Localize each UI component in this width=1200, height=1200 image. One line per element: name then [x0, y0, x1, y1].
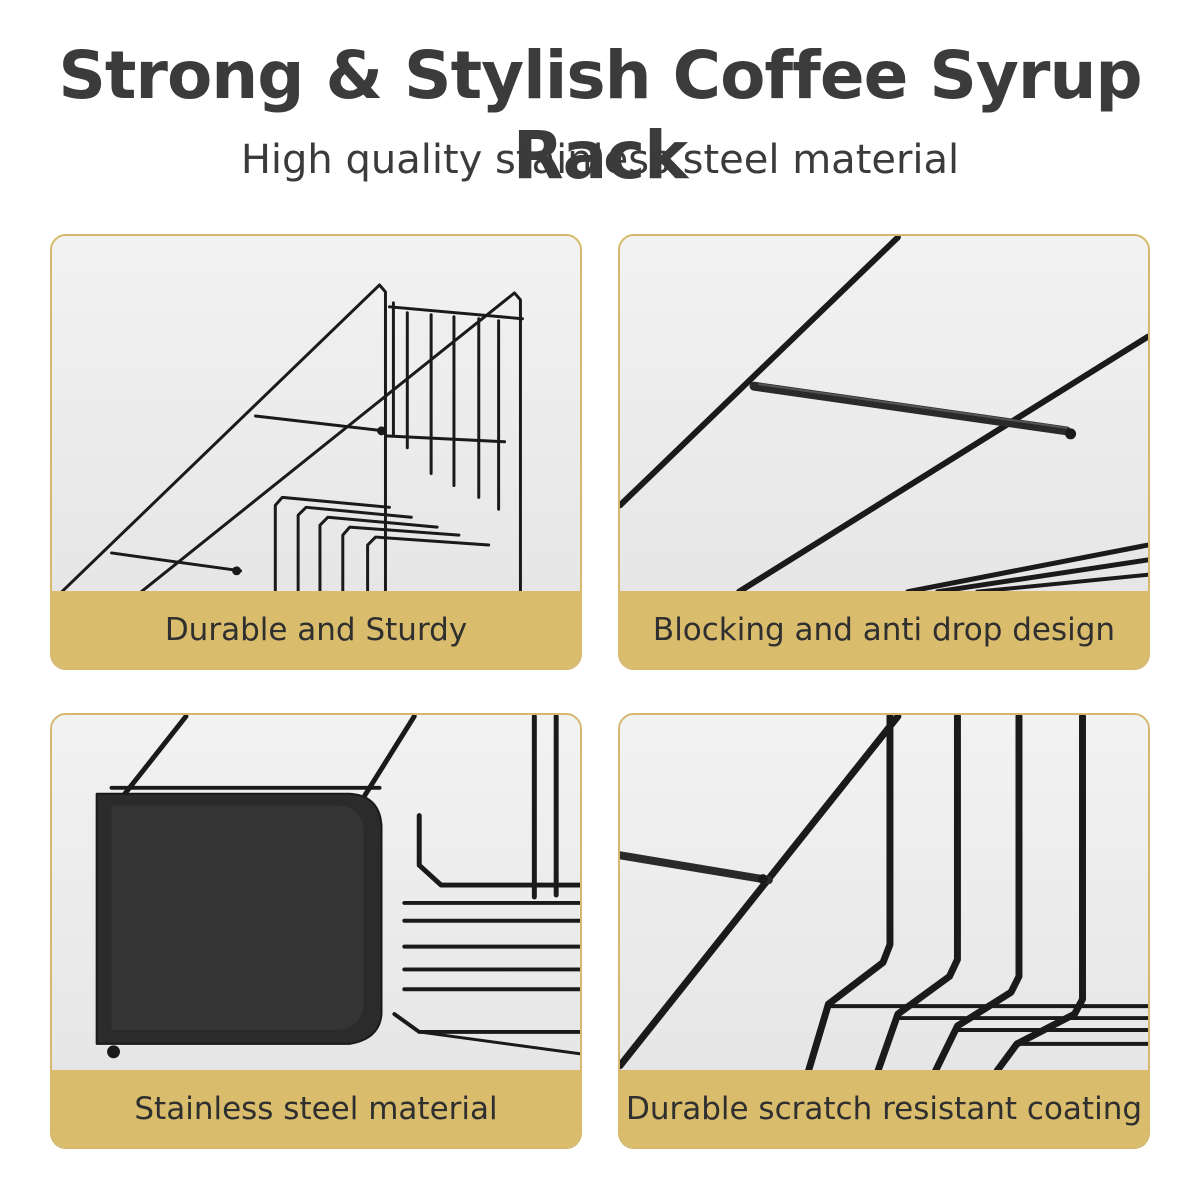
- bent-wire-closeup-photo: [620, 715, 1148, 1072]
- rail-closeup-photo: [620, 236, 1148, 593]
- page-title: Strong & Stylish Coffee Syrup Rack: [58, 37, 1142, 194]
- front-panel-closeup-photo: [52, 715, 580, 1072]
- feature-card-anti-drop: Blocking and anti drop design: [618, 234, 1150, 670]
- rack-side-view-photo: [52, 236, 580, 593]
- feature-card-stainless: Stainless steel material: [50, 713, 582, 1149]
- page-subtitle: High quality stainless steel material: [240, 137, 960, 183]
- feature-caption: Durable scratch resistant coating: [620, 1070, 1148, 1147]
- feature-caption: Durable and Sturdy: [52, 591, 580, 668]
- feature-caption: Stainless steel material: [52, 1070, 580, 1147]
- feature-caption: Blocking and anti drop design: [620, 591, 1148, 668]
- feature-card-durable: Durable and Sturdy: [50, 234, 582, 670]
- feature-card-coating: Durable scratch resistant coating: [618, 713, 1150, 1149]
